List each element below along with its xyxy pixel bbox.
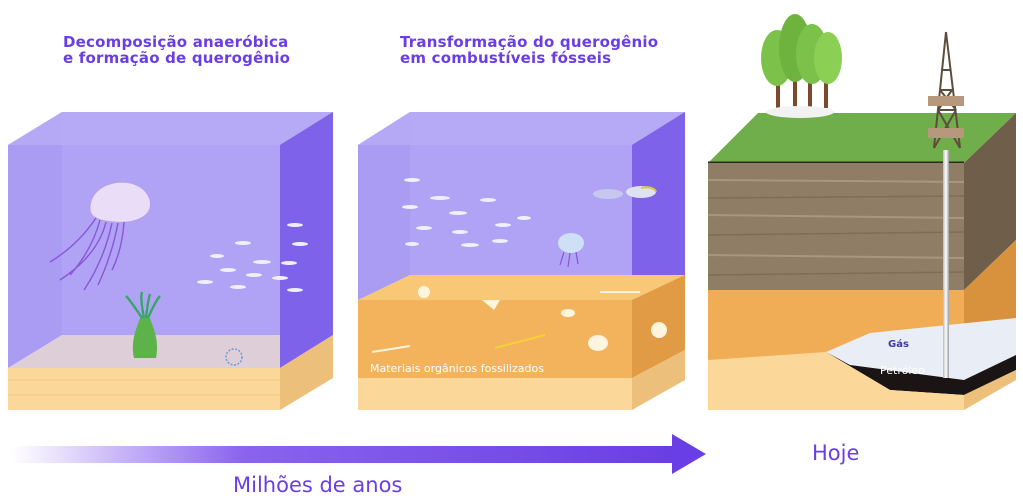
gas-pocket [826,318,1016,380]
oil-pocket [826,352,1016,395]
big-fish-icon [593,186,657,199]
stage3-box: Gás Petróleo [707,14,1016,410]
fish-school-icon [197,223,308,292]
fish-icon [402,178,531,247]
stage1-caption: Decomposição anaeróbica e formação de qu… [63,33,291,67]
fossils-icon [371,286,667,353]
timeline-label: Milhões de anos [233,473,403,497]
stage1-box [8,112,333,410]
jellyfish-icon [49,181,151,291]
trees-icon [761,14,842,118]
stage2-caption: Transformação do querogênio em combustív… [400,33,659,67]
derrick-platform-bottom [928,128,964,138]
derrick-platform-top [928,96,964,106]
anemone-icon [125,291,161,358]
oil-label: Petróleo [880,364,925,377]
fossil-layer-label: Materiais orgânicos fossilizados [370,362,544,375]
well-pipe [943,150,949,378]
small-jellyfish-icon [558,233,584,268]
today-label: Hoje [812,441,860,465]
gas-label: Gás [888,338,909,350]
timeline-arrow [12,434,706,474]
stage2-box: Materiais orgânicos fossilizados [358,112,685,410]
plankton-icon [225,348,243,366]
